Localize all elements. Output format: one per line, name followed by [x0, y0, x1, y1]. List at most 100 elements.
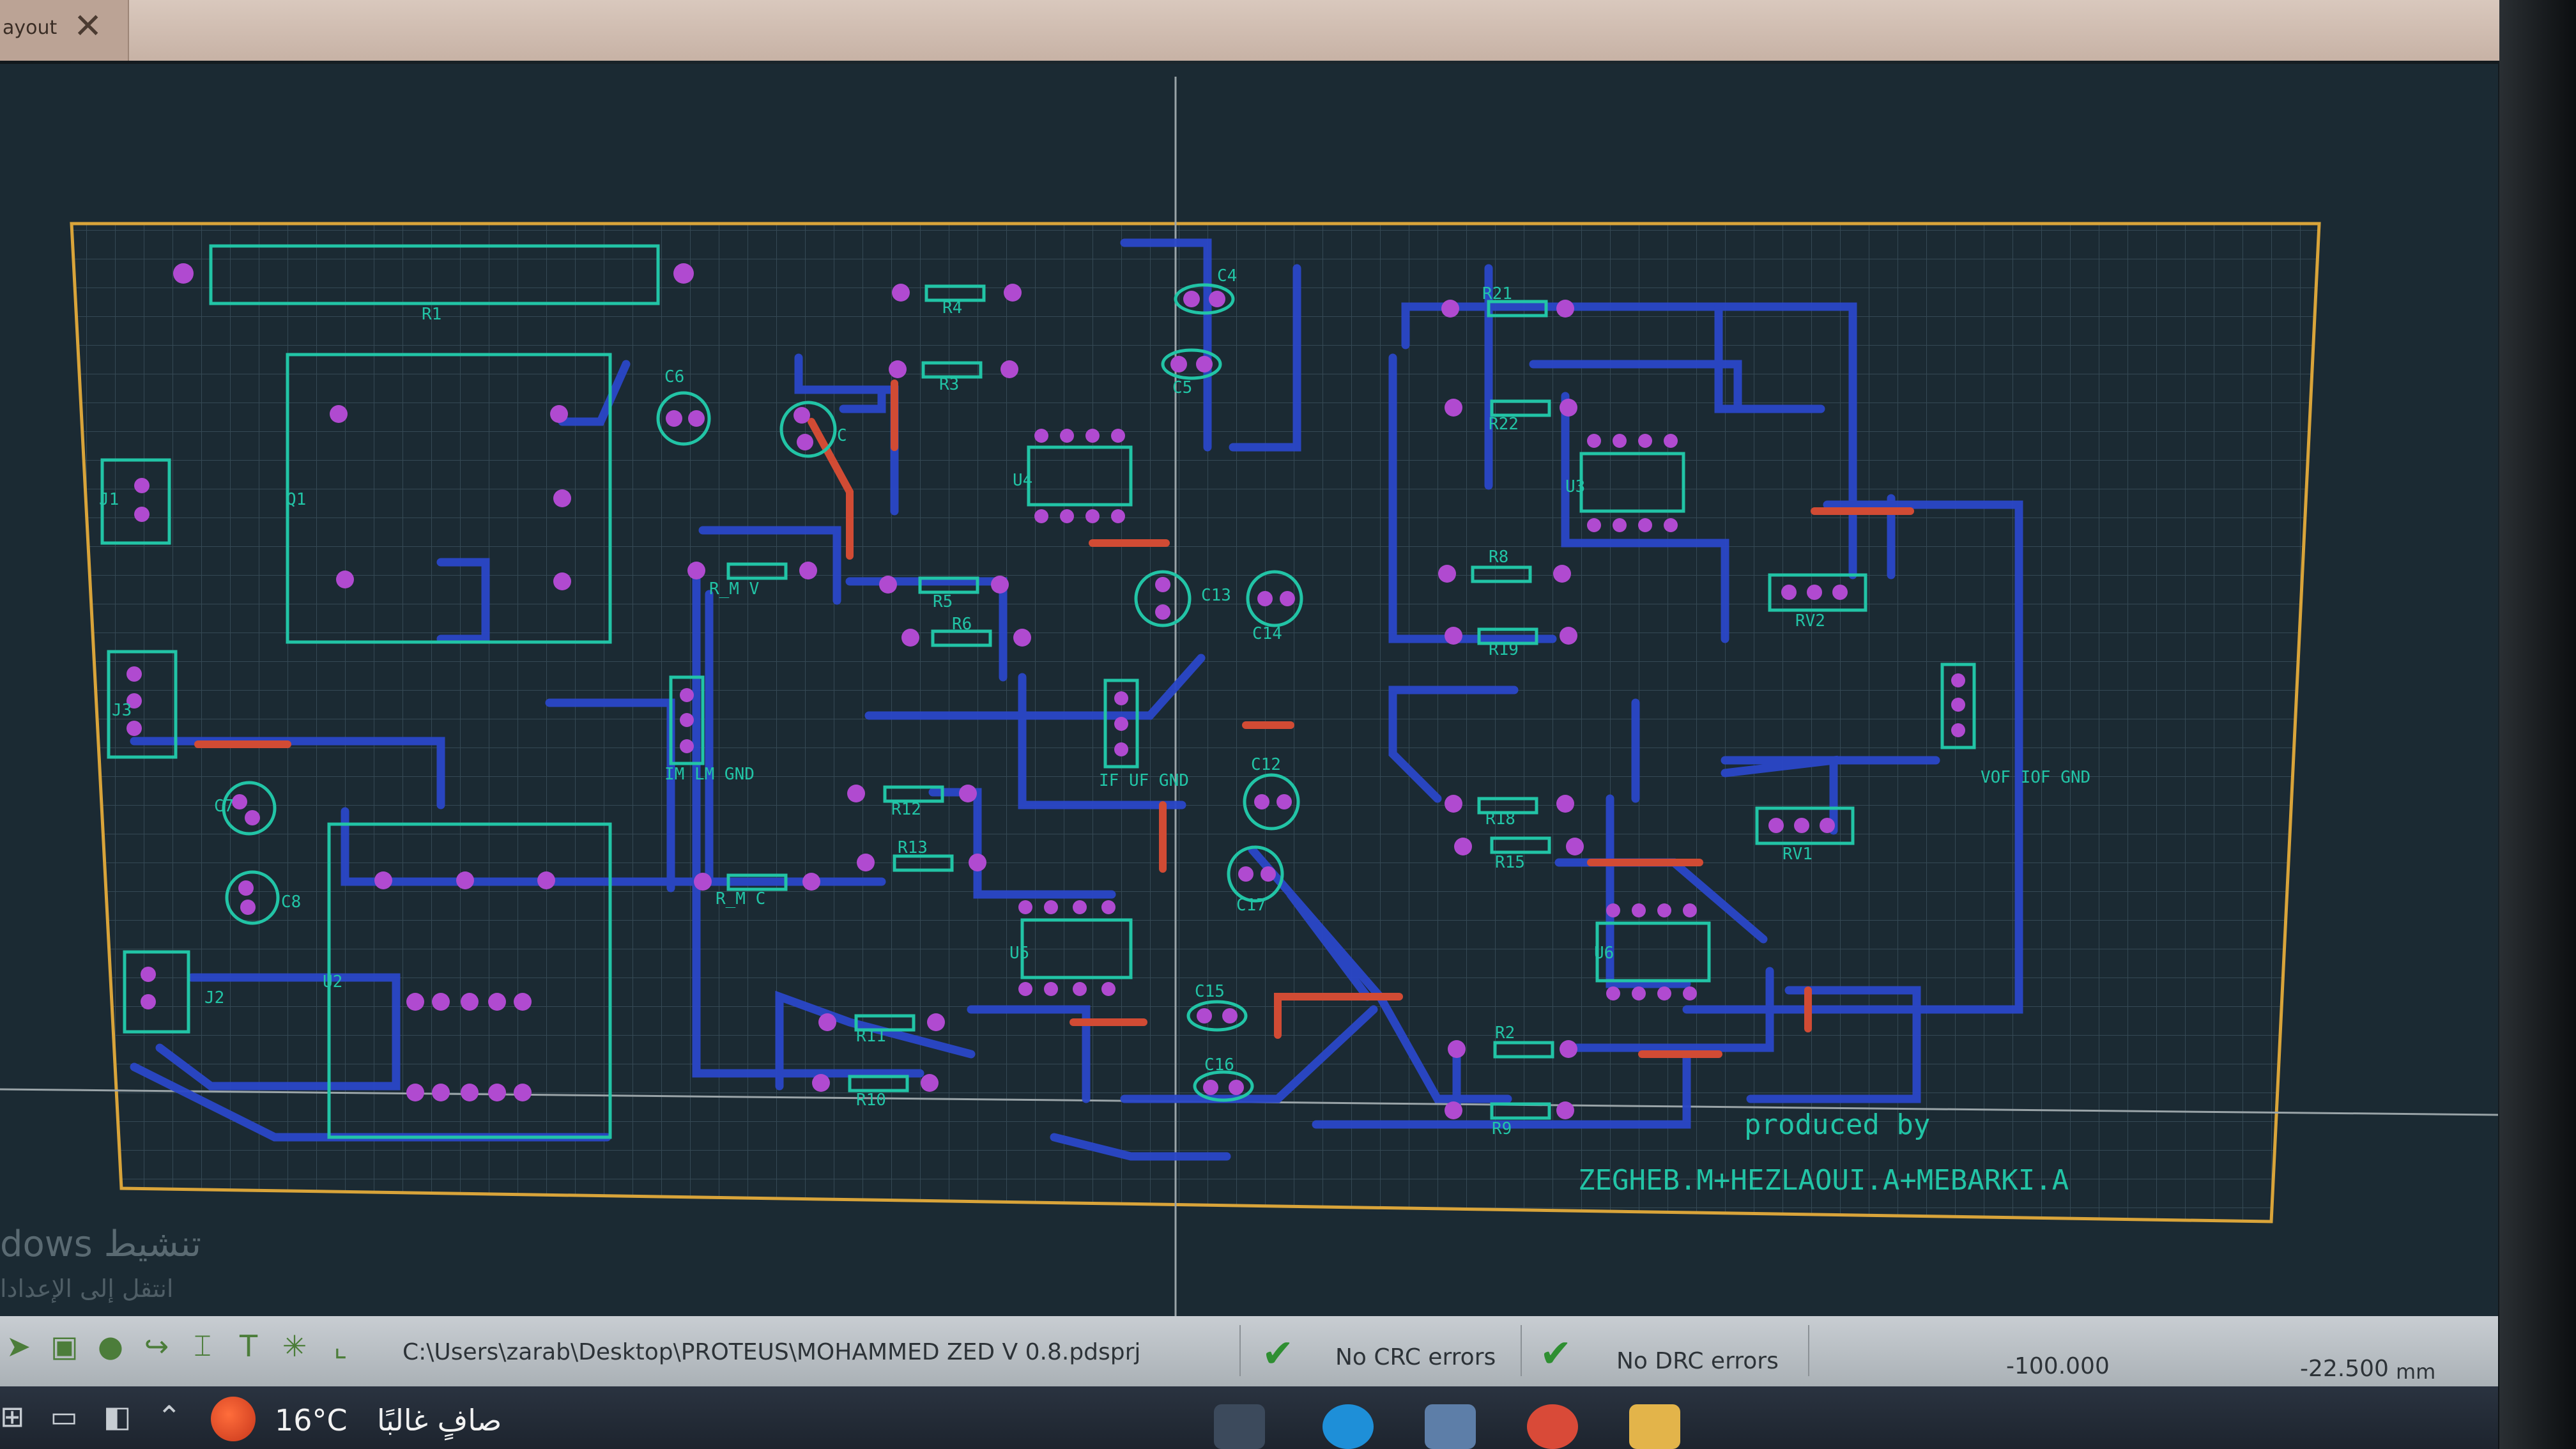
- coordinate-y: -22.500: [2300, 1356, 2389, 1382]
- component-R_M-V: [726, 562, 788, 580]
- component-ref-label[interactable]: R10: [856, 1091, 886, 1110]
- component-ref-label[interactable]: J1: [99, 490, 119, 509]
- component-ref-label[interactable]: R6: [952, 615, 972, 634]
- component-ref-label[interactable]: R4: [942, 298, 962, 318]
- component-ref-label[interactable]: C: [837, 426, 847, 445]
- component-ref-label[interactable]: U2: [323, 972, 342, 992]
- coordinate-x: -100.000: [2006, 1353, 2110, 1379]
- component-ref-label[interactable]: R19: [1489, 640, 1519, 659]
- folder-icon[interactable]: [1629, 1404, 1680, 1449]
- component-ref-label[interactable]: C13: [1201, 586, 1231, 605]
- chevron-up-icon[interactable]: ⌃: [157, 1399, 182, 1434]
- component-ref-label[interactable]: R22: [1489, 415, 1519, 434]
- status-separator: [1521, 1325, 1522, 1376]
- component-ref-label[interactable]: U6: [1594, 944, 1614, 963]
- component-ref-label[interactable]: IM LM GND: [664, 765, 755, 784]
- pads: [126, 263, 1965, 1119]
- component-ref-label[interactable]: R9: [1492, 1119, 1512, 1138]
- network-icon[interactable]: ⊞: [0, 1399, 25, 1434]
- component-ref-label[interactable]: C7: [214, 797, 234, 816]
- dimension-icon[interactable]: ⌶: [194, 1328, 211, 1363]
- track-icon[interactable]: ↪: [144, 1329, 169, 1363]
- origin-icon[interactable]: ⌞: [334, 1329, 348, 1363]
- component-ref-label[interactable]: R1: [422, 305, 441, 324]
- component-C15: [1186, 1000, 1248, 1032]
- component-ref-label[interactable]: J2: [204, 988, 224, 1008]
- component-ref-label[interactable]: IF UF GND: [1099, 771, 1189, 790]
- component-ref-label[interactable]: C6: [664, 367, 684, 387]
- component-ref-label[interactable]: R_M C: [716, 889, 765, 908]
- component-ref-label[interactable]: J3: [112, 701, 132, 720]
- text-icon[interactable]: T: [239, 1329, 258, 1363]
- coordinate-unit[interactable]: mm: [2396, 1360, 2436, 1384]
- component-ref-label[interactable]: C4: [1217, 266, 1237, 286]
- component-ref-label[interactable]: VOF IOF GND: [1981, 768, 2090, 787]
- check-icon: ✔: [1540, 1331, 1572, 1376]
- component-R1: [209, 244, 660, 305]
- component-ref-label[interactable]: R15: [1495, 853, 1525, 872]
- component-ref-label[interactable]: Q1: [286, 490, 306, 509]
- component-C4: [1174, 283, 1235, 315]
- component-ref-label[interactable]: C17: [1236, 896, 1266, 915]
- component-ref-label[interactable]: R5: [933, 592, 953, 611]
- component-icon[interactable]: ▣: [50, 1329, 79, 1363]
- component-C12: [1243, 773, 1300, 831]
- component-ref-label[interactable]: R2: [1495, 1023, 1515, 1043]
- credit-line-2: ZEGHEB.M+HEZLAOUI.A+MEBARKI.A: [1578, 1164, 2069, 1197]
- component-ref-label[interactable]: R3: [939, 375, 959, 394]
- layer-toolbar: ➤ ▣ ● ↪ ⌶ T ✳ ⌞: [0, 1328, 359, 1372]
- component-C17: [1227, 845, 1284, 903]
- taskbar-app-icon[interactable]: [1425, 1404, 1476, 1449]
- route-icon[interactable]: ➤: [6, 1329, 31, 1363]
- crc-status[interactable]: No CRC errors: [1335, 1344, 1496, 1370]
- tray-icons: ⊞ ▭ ◧ ⌃: [0, 1399, 181, 1434]
- taskbar-app-icon[interactable]: [1214, 1404, 1265, 1449]
- drc-status[interactable]: No DRC errors: [1616, 1348, 1779, 1374]
- bottom-copper-tracks: [130, 238, 2023, 1161]
- close-icon[interactable]: ✕: [73, 6, 103, 46]
- activation-watermark-hint: انتقل إلى الإعدادا: [0, 1275, 174, 1303]
- component-C6: [656, 391, 711, 446]
- component-ref-label[interactable]: U4: [1013, 471, 1032, 490]
- component-ref-label[interactable]: R_M V: [709, 579, 759, 599]
- battery-icon[interactable]: ▭: [50, 1399, 79, 1434]
- weather-condition[interactable]: صافٍ غالبًا: [377, 1403, 502, 1438]
- component-ref-label[interactable]: U3: [1565, 477, 1585, 496]
- silkscreen-outlines: [100, 244, 1976, 1139]
- component-ref-label[interactable]: C16: [1204, 1055, 1234, 1075]
- volume-icon[interactable]: ◧: [103, 1399, 132, 1434]
- component-R18: [1477, 797, 1538, 815]
- component-ref-label[interactable]: C14: [1252, 624, 1282, 643]
- edge-icon[interactable]: [1322, 1404, 1374, 1449]
- weather-icon[interactable]: [211, 1397, 256, 1441]
- component-ref-label[interactable]: C15: [1195, 982, 1225, 1001]
- taskbar: ⊞ ▭ ◧ ⌃ 16°C صافٍ غالبًا: [0, 1386, 2498, 1449]
- status-bar: ➤ ▣ ● ↪ ⌶ T ✳ ⌞ C:\Users\zarab\Desktop\P…: [0, 1316, 2498, 1386]
- component-ref-label[interactable]: C12: [1251, 755, 1281, 774]
- weather-temperature[interactable]: 16°C: [275, 1403, 348, 1438]
- component-ref-label[interactable]: RV1: [1782, 845, 1813, 864]
- marker-icon[interactable]: ✳: [282, 1329, 307, 1363]
- component-ref-label[interactable]: R18: [1485, 809, 1515, 829]
- component-ref-label[interactable]: R21: [1482, 284, 1512, 303]
- component-ref-label[interactable]: R12: [891, 800, 921, 819]
- tab-pcb-layout[interactable]: ayout ✕: [0, 0, 129, 61]
- chrome-icon[interactable]: [1527, 1404, 1578, 1449]
- component-ref-label[interactable]: R11: [856, 1027, 886, 1046]
- component-R10: [848, 1075, 909, 1092]
- pad-icon[interactable]: ●: [97, 1329, 124, 1363]
- component-ref-label[interactable]: RV2: [1795, 611, 1825, 631]
- component-R6: [931, 629, 992, 647]
- component-ref-label[interactable]: C8: [281, 893, 301, 912]
- component-ref-label[interactable]: R13: [898, 838, 928, 857]
- activation-watermark-title: dows تنشيط: [0, 1223, 202, 1265]
- component-ref-label[interactable]: R8: [1489, 548, 1508, 567]
- component-IM-LM-GND: [669, 675, 705, 765]
- component-C8: [225, 870, 280, 925]
- title-bar: ayout ✕: [0, 0, 2504, 61]
- component-ref-label[interactable]: C5: [1172, 378, 1192, 397]
- component-ref-label[interactable]: U5: [1009, 944, 1029, 963]
